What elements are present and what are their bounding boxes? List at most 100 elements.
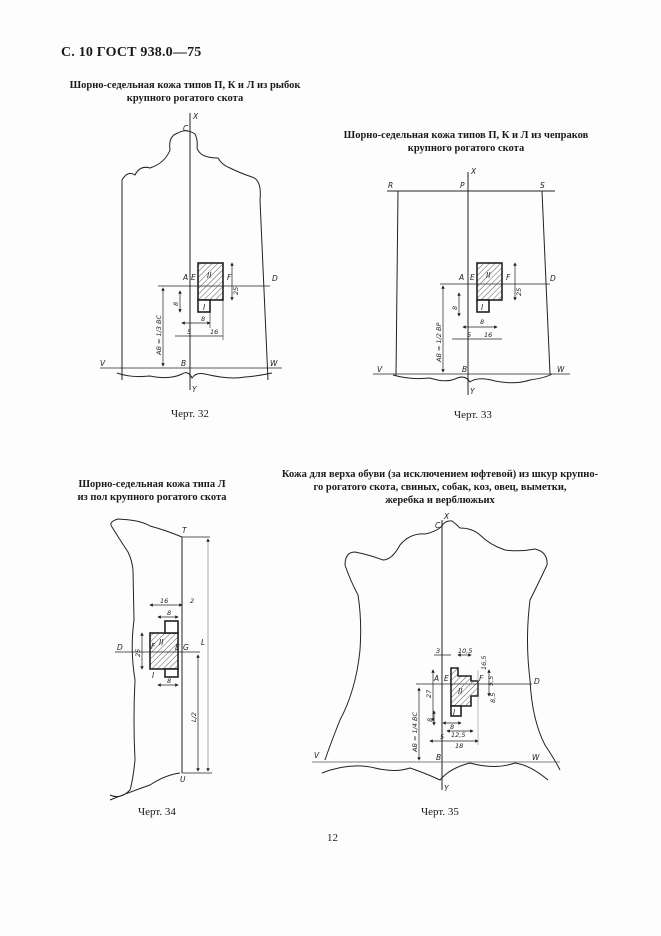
svg-text:5: 5 [467, 331, 471, 339]
svg-text:A: A [433, 674, 439, 683]
svg-text:B: B [462, 365, 467, 374]
fig35-title: Кожа для верха обуви (за исключением юфт… [265, 468, 615, 507]
svg-text:II: II [458, 687, 463, 696]
svg-text:Y: Y [444, 784, 450, 793]
fig33-outline [395, 190, 551, 377]
svg-text:8: 8 [451, 306, 459, 310]
svg-text:8,5: 8,5 [489, 693, 497, 703]
svg-text:P: P [460, 181, 465, 190]
svg-text:2: 2 [190, 597, 194, 605]
svg-text:16,5: 16,5 [480, 656, 488, 670]
svg-text:3: 3 [436, 647, 440, 655]
fig32-title: Шорно-седельная кожа типов П, К и Л из р… [55, 79, 315, 105]
svg-text:X: X [192, 112, 199, 121]
fig34-title-line2: из пол крупного рогатого скота [77, 492, 227, 503]
svg-text:5: 5 [440, 733, 444, 741]
svg-text:F: F [151, 642, 156, 651]
svg-text:8: 8 [172, 302, 180, 306]
svg-text:8: 8 [167, 677, 171, 685]
svg-text:X: X [443, 512, 450, 521]
svg-text:L: L [201, 638, 205, 647]
svg-text:V: V [377, 365, 383, 374]
svg-text:Y: Y [192, 385, 198, 394]
svg-text:F: F [479, 674, 484, 683]
svg-text:27: 27 [425, 689, 433, 698]
svg-text:E: E [470, 273, 475, 282]
fig33-title-line1: Шорно-седельная кожа типов П, К и Л из ч… [343, 130, 589, 141]
svg-text:D: D [272, 274, 278, 283]
svg-text:8: 8 [450, 723, 454, 731]
fig34-bottom-edge [109, 772, 181, 801]
svg-text:R: R [388, 181, 393, 190]
svg-text:G: G [183, 643, 189, 652]
svg-text:T: T [182, 526, 188, 535]
svg-text:5: 5 [187, 328, 191, 336]
fig32-title-line1: Шорно-седельная кожа типов П, К и Л из р… [69, 80, 301, 91]
svg-text:25: 25 [515, 288, 523, 296]
svg-text:II: II [159, 638, 164, 647]
svg-text:C: C [435, 521, 441, 530]
svg-text:E: E [175, 643, 180, 652]
svg-text:25: 25 [134, 649, 142, 657]
svg-text:Y: Y [470, 387, 476, 396]
svg-text:F: F [506, 273, 511, 282]
svg-text:II: II [486, 271, 491, 280]
fig32-caption: Черт. 32 [171, 408, 209, 420]
svg-text:16: 16 [484, 331, 492, 339]
svg-text:8: 8 [201, 315, 205, 323]
svg-text:I: I [481, 303, 484, 312]
fig34-title-line1: Шорно-седельная кожа типа Л [78, 479, 226, 490]
fig32-bottom-edge [116, 372, 273, 379]
svg-text:S: S [540, 181, 545, 190]
fig35-title-line3: жеребка и верблюжьих [385, 495, 495, 506]
svg-text:E: E [444, 674, 449, 683]
fig35-title-line2: го рогатого скота, свиных, собак, коз, о… [313, 482, 567, 493]
svg-text:5,5: 5,5 [487, 676, 495, 686]
svg-text:8: 8 [426, 718, 434, 722]
fig33-bottom-edge [392, 373, 553, 384]
fig32-labels: X C A E F D B V W Y II I 8 5 16 25 8 AB … [100, 112, 278, 394]
fig34-title: Шорно-седельная кожа типа Л из пол крупн… [62, 478, 242, 504]
fig33-title: Шорно-седельная кожа типов П, К и Л из ч… [335, 129, 597, 155]
fig33-drawing [373, 172, 570, 395]
page-header: С. 10 ГОСТ 938.0—75 [61, 45, 202, 60]
fig33-caption: Черт. 33 [454, 409, 492, 421]
fig34-drawing [109, 518, 212, 801]
svg-text:D: D [534, 677, 540, 686]
svg-text:A: A [182, 273, 188, 282]
svg-text:II: II [207, 271, 212, 280]
svg-text:I: I [453, 708, 456, 717]
fig34-caption: Черт. 34 [138, 806, 176, 818]
svg-text:W: W [532, 753, 540, 762]
svg-text:AB = 1/3 BC: AB = 1/3 BC [155, 315, 163, 356]
svg-text:W: W [270, 359, 278, 368]
svg-text:8: 8 [480, 318, 484, 326]
svg-text:F: F [227, 273, 232, 282]
svg-text:16: 16 [160, 597, 168, 605]
fig34-labels: T U D F E G L II I 16 2 8 8 25 L/2 [117, 526, 205, 784]
svg-text:A: A [458, 273, 464, 282]
page-number: 12 [327, 832, 338, 844]
svg-text:L/2: L/2 [190, 712, 198, 722]
svg-text:C: C [183, 124, 189, 133]
svg-text:D: D [117, 643, 123, 652]
fig35-labels: X C A E F D B V W Y II I 3 10,5 8 12,5 5… [314, 512, 540, 793]
fig35-bottom-edge [321, 762, 549, 781]
fig33-labels: X R P S A E F D B V W Y II I 8 5 16 25 8… [377, 167, 565, 396]
fig32-hide-outline [121, 130, 269, 381]
svg-text:AB = 1/4 BC: AB = 1/4 BC [411, 712, 419, 753]
fig35-hide-outline [324, 520, 561, 771]
fig34-outline [109, 518, 183, 798]
svg-text:AB = 1/2 BP: AB = 1/2 BP [435, 323, 443, 363]
svg-text:18: 18 [455, 742, 463, 750]
fig32-title-line2: крупного рогатого скота [126, 93, 244, 104]
svg-text:B: B [436, 753, 441, 762]
fig33-title-line2: крупного рогатого скота [407, 143, 525, 154]
svg-text:V: V [314, 751, 320, 760]
svg-text:I: I [152, 671, 155, 680]
svg-text:I: I [203, 303, 206, 312]
svg-text:10,5: 10,5 [458, 647, 472, 655]
svg-text:U: U [180, 775, 186, 784]
fig32-drawing [100, 113, 282, 390]
fig35-drawing [312, 520, 561, 790]
